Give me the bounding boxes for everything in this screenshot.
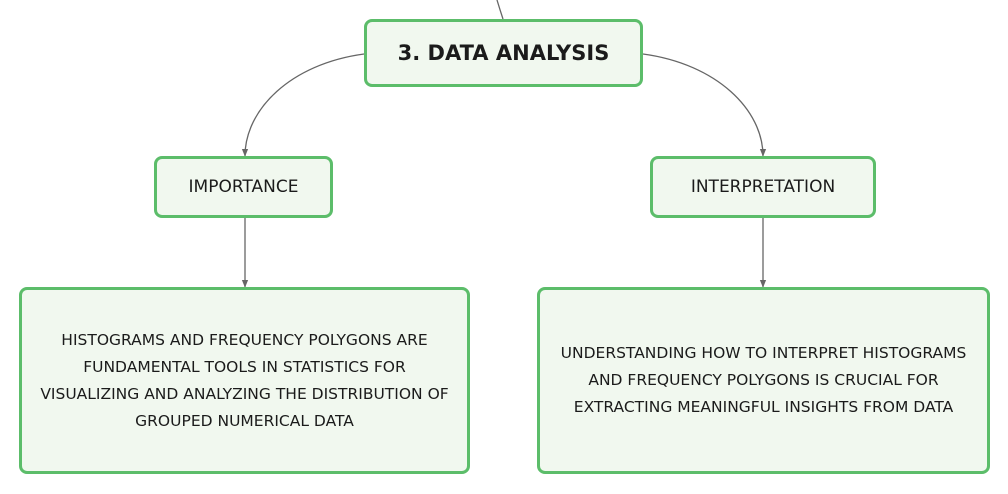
root-node-data-analysis[interactable]: 3. DATA ANALYSIS [364,19,643,87]
branch-node-interpretation[interactable]: INTERPRETATION [650,156,876,218]
detail-node-importance[interactable]: HISTOGRAMS AND FREQUENCY POLYGONS ARE FU… [19,287,470,474]
detail-node-interpretation[interactable]: UNDERSTANDING HOW TO INTERPRET HISTOGRAM… [537,287,990,474]
detail-text-importance: HISTOGRAMS AND FREQUENCY POLYGONS ARE FU… [40,330,449,430]
branch-node-label-importance: IMPORTANCE [188,177,299,197]
incoming-connector [496,0,504,20]
connector-root-to-importance [241,53,365,157]
connector-root-to-interpretation [642,53,767,157]
branch-node-importance[interactable]: IMPORTANCE [154,156,333,218]
root-node-label: 3. DATA ANALYSIS [397,41,610,65]
detail-text-interpretation: UNDERSTANDING HOW TO INTERPRET HISTOGRAM… [560,344,967,416]
branch-node-label-interpretation: INTERPRETATION [690,177,836,197]
